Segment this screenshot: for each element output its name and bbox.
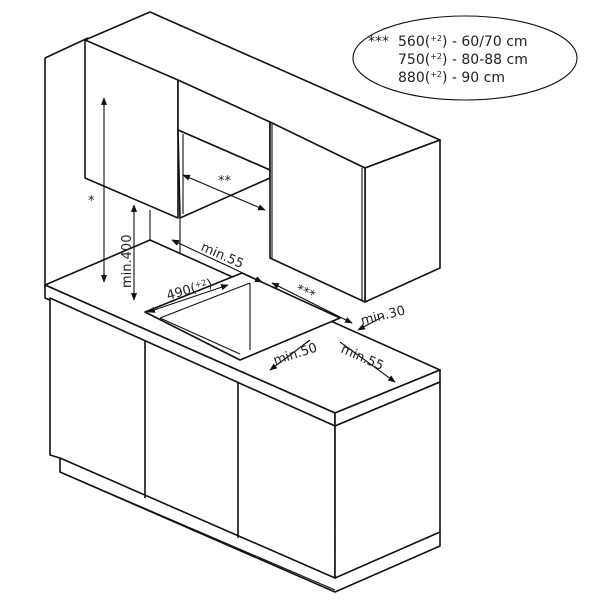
legend-marker: ***	[368, 34, 389, 50]
label-min-30: min.30	[359, 303, 406, 328]
cabinet-side	[364, 139, 441, 303]
dim-cutout-depth	[147, 284, 229, 313]
dim-min-30	[357, 315, 385, 331]
right-wall-cabinet	[269, 121, 366, 303]
dim-min-50	[269, 339, 311, 371]
legend-ellipse	[352, 15, 578, 101]
legend-row-2: 750(+2) - 80-88 cm	[398, 52, 528, 68]
countertop	[44, 239, 441, 427]
label-star: *	[88, 194, 95, 209]
dim-cutout-width	[271, 282, 353, 324]
base-cabinets	[49, 297, 441, 593]
dim-min-55-back	[171, 239, 263, 283]
left-wall-cabinet	[84, 39, 179, 219]
label-triple-star: ***	[293, 282, 317, 304]
label-double-star: **	[218, 174, 232, 189]
legend-row-1: 560(+2) - 60/70 cm	[398, 34, 528, 50]
base-front	[49, 297, 336, 579]
dim-hood-width	[182, 174, 266, 211]
dim-min-55-side	[339, 341, 396, 383]
label-min-400: min.400	[120, 235, 135, 288]
legend: *** 560(+2) - 60/70 cm 750(+2) - 80-88 c…	[352, 15, 578, 101]
legend-row-3: 880(+2) - 90 cm	[398, 70, 505, 86]
